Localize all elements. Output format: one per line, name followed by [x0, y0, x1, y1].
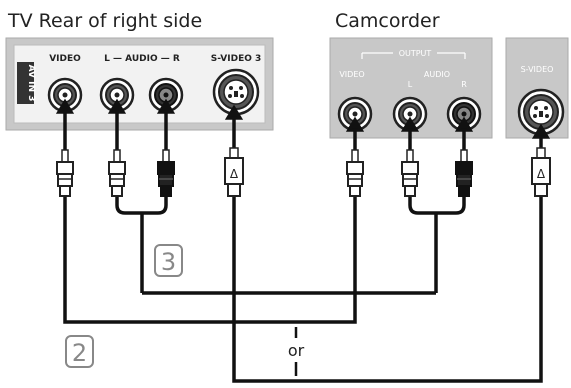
tv-video-label: VIDEO — [49, 54, 81, 64]
tv-svideo-jack[interactable] — [212, 68, 260, 116]
camcorder-svideo-panel: S-VIDEO — [505, 37, 569, 139]
camcorder-svideo-label: S-VIDEO — [521, 65, 554, 74]
tv-audio-r-plug — [157, 149, 175, 197]
camcorder-audio-l-plug — [401, 149, 419, 197]
camcorder-audio-label: AUDIO — [424, 70, 450, 79]
camcorder-svideo-plug-glyph: Δ — [537, 167, 546, 181]
camcorder-output-label: OUTPUT — [399, 49, 432, 58]
camcorder-video-label: VIDEO — [339, 70, 364, 79]
tv-audio-label: L — AUDIO — R — [104, 54, 180, 64]
av-in-badge — [17, 62, 34, 104]
tv-title: TV Rear of right side — [7, 10, 202, 32]
step-2-label: 2 — [72, 339, 87, 367]
cable-plugs: Δ Δ — [56, 147, 551, 197]
camcorder-audio-r-plug — [455, 149, 473, 197]
tv-video-plug — [56, 149, 74, 197]
camcorder-l-label: L — [408, 80, 413, 89]
camcorder-r-label: R — [461, 80, 467, 89]
tv-svideo-label: S-VIDEO 3 — [211, 54, 262, 64]
tv-audio-l-plug — [108, 149, 126, 197]
av-in-label: AV IN 3 — [26, 65, 36, 102]
tv-svideo-plug-glyph: Δ — [230, 167, 239, 181]
cables — [63, 196, 543, 383]
step-2-box: 2 — [65, 335, 94, 368]
or-label: or — [288, 341, 305, 360]
camcorder-title: Camcorder — [335, 10, 440, 32]
tv-panel: AV IN 3 VIDEO L — AUDIO — R S-VIDEO 3 — [5, 37, 274, 131]
step-3-label: 3 — [161, 248, 176, 276]
camcorder-video-plug — [346, 149, 364, 197]
step-3-box: 3 — [154, 244, 183, 277]
